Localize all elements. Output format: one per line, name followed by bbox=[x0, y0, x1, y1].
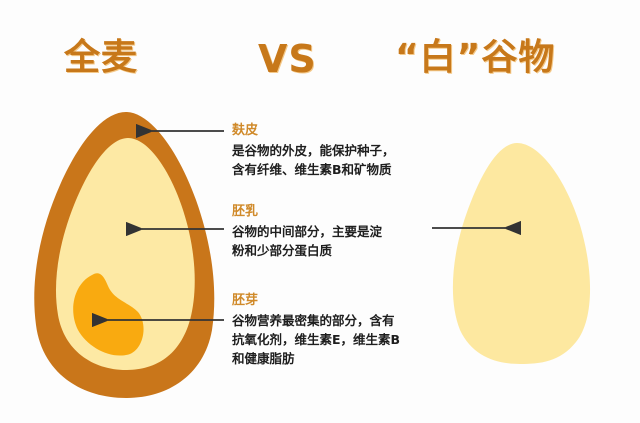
bran-label: 麸皮 是谷物的外皮，能保护种子， 含有纤维、维生素B和矿物质 bbox=[232, 123, 395, 179]
bran-title: 麸皮 bbox=[232, 123, 259, 138]
title-whole-wheat: 全麦 bbox=[64, 37, 139, 78]
bran-description: 是谷物的外皮，能保护种子， 含有纤维、维生素B和矿物质 bbox=[232, 143, 395, 177]
germ-description: 谷物营养最密集的部分，含有 抗氧化剂，维生素E，维生素B 和健康脂肪 bbox=[232, 313, 401, 366]
germ-label: 胚芽 谷物营养最密集的部分，含有 抗氧化剂，维生素E，维生素B 和健康脂肪 bbox=[232, 293, 400, 368]
germ-title: 胚芽 bbox=[232, 293, 259, 308]
endosperm-label: 胚乳 谷物的中间部分，主要是淀 粉和少部分蛋白质 bbox=[232, 204, 382, 260]
title-vs: VS bbox=[258, 37, 317, 81]
title-white-grain: “白”谷物 bbox=[395, 37, 556, 78]
endosperm-title: 胚乳 bbox=[232, 204, 259, 219]
white-grain-shape bbox=[452, 143, 591, 364]
endosperm-description: 谷物的中间部分，主要是淀 粉和少部分蛋白质 bbox=[232, 224, 383, 258]
